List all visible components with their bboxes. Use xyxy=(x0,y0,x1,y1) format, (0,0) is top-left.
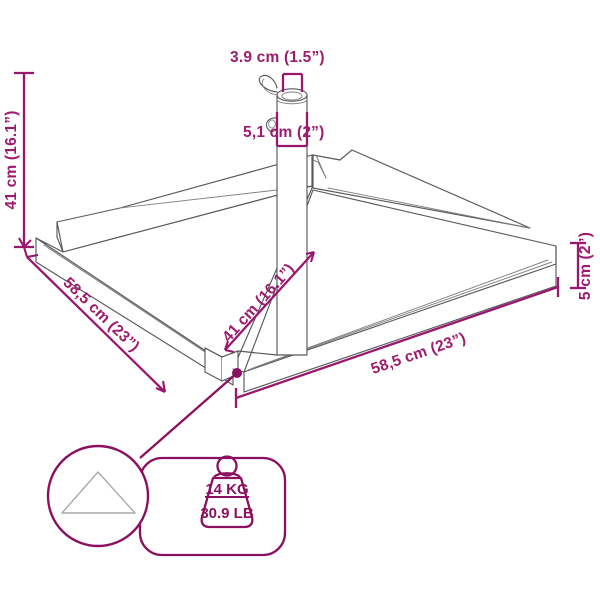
label-total-height: 41 cm (16.1”) xyxy=(3,110,20,209)
callout-group: 14 KG 30.9 LB xyxy=(46,368,287,557)
umbrella-pole-tube xyxy=(237,74,308,356)
callout-leader-line xyxy=(139,372,238,459)
dim-pole-inner-diameter xyxy=(281,72,304,92)
weight-kg-label: 14 KG xyxy=(205,481,248,498)
product-line-art xyxy=(35,74,557,393)
label-pole-inner-diameter: 3.9 cm (1.5”) xyxy=(230,49,325,66)
label-right-plate-edge: 58,5 cm (23”) xyxy=(369,330,468,378)
dim-left-plate-edge xyxy=(22,246,167,393)
weight-lb-label: 30.9 LB xyxy=(200,505,254,522)
dim-right-plate-edge xyxy=(234,277,560,408)
callout-anchor-dot xyxy=(232,368,242,378)
label-pole-outer-diameter: 5,1 cm (2”) xyxy=(243,124,324,141)
weight-icon xyxy=(200,455,254,529)
back-right-plate xyxy=(312,149,531,229)
label-plate-thickness: 5 cm (2”) xyxy=(577,232,594,300)
dim-pole-outer-diameter xyxy=(275,112,309,148)
dimension-lines xyxy=(14,71,586,408)
dim-plate-thickness xyxy=(570,241,586,290)
front-left-plate xyxy=(35,185,313,386)
triangle-icon xyxy=(61,471,136,514)
back-left-plate xyxy=(56,154,313,253)
shape-icon-circle xyxy=(46,444,150,548)
dim-plate-short-edge xyxy=(224,250,316,354)
